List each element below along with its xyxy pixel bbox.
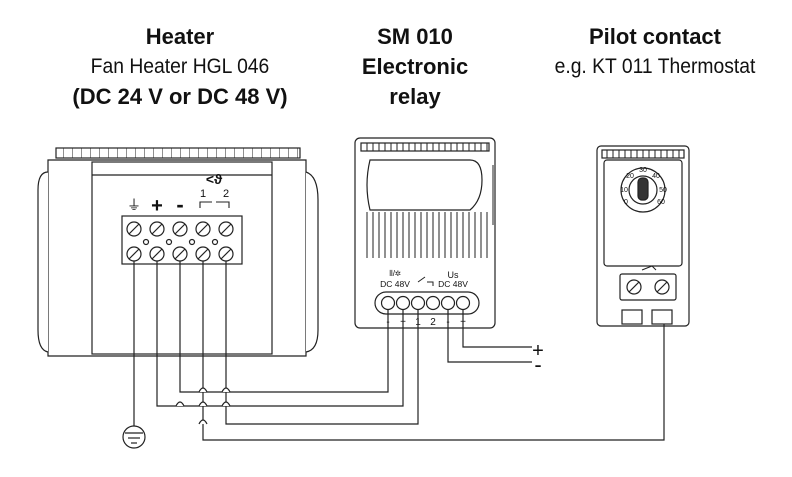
wire-pilot xyxy=(202,261,665,441)
wiring xyxy=(133,261,665,441)
svg-text:40: 40 xyxy=(652,173,660,180)
heater-heading: Heater Fan Heater HGL 046 (DC 24 V or DC… xyxy=(60,22,300,112)
wire-crossovers xyxy=(175,387,231,425)
heater-top-fins xyxy=(55,147,301,159)
supply-minus-wire xyxy=(447,310,532,363)
relay-title-1: SM 010 xyxy=(377,24,453,49)
thermostat-dial-scale: 0 10 20 30 40 50 60 xyxy=(620,167,667,206)
supply-plus-label: + xyxy=(532,340,544,362)
supply-plus-wire xyxy=(462,310,532,348)
relay-title-3: relay xyxy=(389,84,441,109)
heater-terminals xyxy=(126,221,234,262)
relay-ribs xyxy=(364,212,488,258)
heater-terminal-labels: ⏚ + - <ϑ 1 2 xyxy=(127,171,230,217)
svg-text:50: 50 xyxy=(659,187,667,194)
heater-link-dots xyxy=(142,238,219,246)
heater-screw-row-bottom xyxy=(126,246,234,262)
thermostat-knob xyxy=(637,177,649,201)
svg-text:20: 20 xyxy=(626,173,634,180)
heater-screw-row-top xyxy=(126,221,234,237)
relay-top-vents xyxy=(360,142,490,152)
svg-text:30: 30 xyxy=(639,167,647,174)
relay-title-2: Electronic xyxy=(361,54,469,79)
minus-mark: - xyxy=(176,192,183,217)
thermostat-unit xyxy=(596,145,690,327)
earth-ground-icon xyxy=(122,425,146,449)
relay-term-4: 2 xyxy=(430,317,436,328)
svg-text:10: 10 xyxy=(620,187,628,194)
heater-model: Fan Heater HGL 046 xyxy=(90,55,270,78)
ground-mark: ⏚ xyxy=(127,197,141,213)
terminal-1-mark: 1 xyxy=(200,188,206,200)
pilot-title: Pilot contact xyxy=(588,24,721,49)
heater-title: Heater xyxy=(145,24,215,49)
relay-contact-symbol xyxy=(417,276,434,286)
relay-us-label: Us xyxy=(448,270,459,280)
relay-heading: SM 010 Electronic relay xyxy=(355,22,475,112)
contact-symbol xyxy=(199,201,230,208)
thermostat-top-vents xyxy=(601,149,685,159)
heater-voltage: (DC 24 V or DC 48 V) xyxy=(72,84,288,109)
pilot-subtitle: e.g. KT 011 Thermostat xyxy=(554,55,756,78)
thermostat-mark: <ϑ xyxy=(206,171,223,187)
pilot-heading: Pilot contact e.g. KT 011 Thermostat xyxy=(520,22,790,82)
terminal-2-mark: 2 xyxy=(223,188,229,200)
svg-text:60: 60 xyxy=(657,199,665,206)
relay-right-voltage: DC 48V xyxy=(438,279,468,289)
relay-left-voltage: DC 48V xyxy=(380,279,410,289)
supply-minus-label: - xyxy=(534,352,541,377)
relay-unit xyxy=(354,137,496,329)
wire-plus xyxy=(156,261,404,407)
plus-mark: + xyxy=(151,195,163,217)
wire-minus xyxy=(179,261,389,393)
wire-control-1 xyxy=(225,261,419,425)
svg-text:0: 0 xyxy=(624,199,628,206)
relay-icon-label: ⦀/✲ xyxy=(389,269,401,278)
